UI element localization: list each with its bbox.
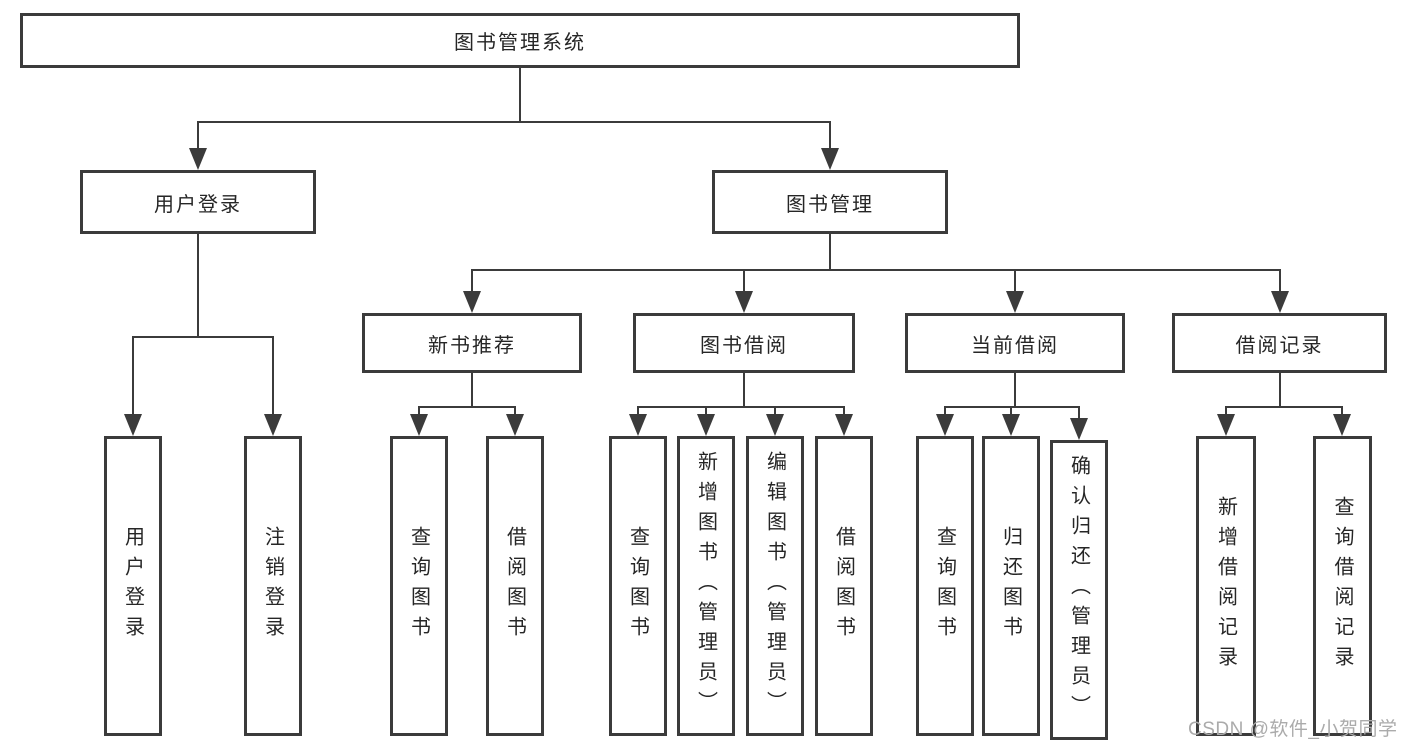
node-label: 注销登录 xyxy=(261,526,284,646)
node-borrow-record: 借阅记录 xyxy=(1172,313,1387,373)
arrowhead-down-icon xyxy=(697,414,715,436)
connector-vline xyxy=(514,406,516,416)
arrowhead-down-icon xyxy=(629,414,647,436)
node-label: 编辑图书（管理员） xyxy=(763,451,786,721)
connector-vline xyxy=(637,406,639,416)
connector-hline xyxy=(944,406,1080,408)
connector-hline xyxy=(1225,406,1343,408)
arrowhead-down-icon xyxy=(264,414,282,436)
connector-vline xyxy=(1279,269,1281,293)
connector-vline xyxy=(1279,373,1281,408)
arrowhead-down-icon xyxy=(821,148,839,170)
leaf-add-book-admin: 新增图书（管理员） xyxy=(677,436,735,736)
leaf-confirm-return-admin: 确认归还（管理员） xyxy=(1050,440,1108,740)
leaf-borrow-books-recommend: 借阅图书 xyxy=(486,436,544,736)
connector-vline xyxy=(1014,373,1016,408)
connector-vline xyxy=(1225,406,1227,416)
node-label: 查询借阅记录 xyxy=(1331,496,1353,676)
arrowhead-down-icon xyxy=(735,291,753,313)
leaf-user-login: 用户登录 xyxy=(104,436,162,736)
node-new-book-recommend: 新书推荐 xyxy=(362,313,582,373)
leaf-add-borrow-record: 新增借阅记录 xyxy=(1196,436,1256,736)
connector-vline xyxy=(418,406,420,416)
arrowhead-down-icon xyxy=(1002,414,1020,436)
node-label: 查询图书 xyxy=(407,526,430,646)
connector-vline xyxy=(471,373,473,408)
node-label: 新增图书（管理员） xyxy=(694,451,717,721)
connector-hline xyxy=(471,269,1281,271)
arrowhead-down-icon xyxy=(1271,291,1289,313)
arrowhead-down-icon xyxy=(463,291,481,313)
connector-vline xyxy=(1078,406,1080,420)
connector-hline xyxy=(197,121,831,123)
node-book-management: 图书管理 xyxy=(712,170,948,234)
leaf-borrow-books: 借阅图书 xyxy=(815,436,873,736)
connector-vline xyxy=(743,269,745,293)
leaf-query-books-borrow: 查询图书 xyxy=(609,436,667,736)
leaf-return-book: 归还图书 xyxy=(982,436,1040,736)
connector-vline xyxy=(743,373,745,408)
connector-vline xyxy=(132,336,134,415)
connector-hline xyxy=(132,336,274,338)
arrowhead-down-icon xyxy=(410,414,428,436)
leaf-edit-book-admin: 编辑图书（管理员） xyxy=(746,436,804,736)
node-label: 确认归还（管理员） xyxy=(1067,455,1090,725)
node-user-login: 用户登录 xyxy=(80,170,316,234)
node-label: 查询图书 xyxy=(933,526,956,646)
arrowhead-down-icon xyxy=(835,414,853,436)
connector-vline xyxy=(1341,406,1343,416)
connector-vline xyxy=(829,234,831,271)
node-label: 归还图书 xyxy=(999,526,1022,646)
node-label: 借阅图书 xyxy=(503,526,526,646)
connector-vline xyxy=(829,121,831,149)
connector-vline xyxy=(519,68,521,123)
connector-vline xyxy=(944,406,946,416)
node-current-borrow: 当前借阅 xyxy=(905,313,1125,373)
node-book-borrow: 图书借阅 xyxy=(633,313,855,373)
connector-vline xyxy=(272,336,274,415)
connector-hline xyxy=(637,406,845,408)
leaf-query-books-current: 查询图书 xyxy=(916,436,974,736)
arrowhead-down-icon xyxy=(1006,291,1024,313)
arrowhead-down-icon xyxy=(1333,414,1351,436)
leaf-query-books-recommend: 查询图书 xyxy=(390,436,448,736)
connector-vline xyxy=(471,269,473,293)
arrowhead-down-icon xyxy=(766,414,784,436)
connector-vline xyxy=(1014,269,1016,293)
watermark-text: CSDN @软件_小贺同学 xyxy=(1188,719,1398,740)
connector-vline xyxy=(705,406,707,416)
arrowhead-down-icon xyxy=(1070,418,1088,440)
node-label: 新增借阅记录 xyxy=(1214,496,1237,676)
connector-vline xyxy=(843,406,845,416)
arrowhead-down-icon xyxy=(124,414,142,436)
arrowhead-down-icon xyxy=(189,148,207,170)
node-label: 查询图书 xyxy=(626,526,649,646)
connector-vline xyxy=(1010,406,1012,416)
leaf-logout-login: 注销登录 xyxy=(244,436,302,736)
connector-vline xyxy=(197,234,199,338)
node-label: 用户登录 xyxy=(121,526,144,646)
node-label: 借阅图书 xyxy=(832,526,855,646)
arrowhead-down-icon xyxy=(936,414,954,436)
leaf-query-borrow-record: 查询借阅记录 xyxy=(1313,436,1372,736)
connector-hline xyxy=(418,406,516,408)
connector-vline xyxy=(774,406,776,416)
connector-vline xyxy=(197,121,199,149)
arrowhead-down-icon xyxy=(506,414,524,436)
node-library-system: 图书管理系统 xyxy=(20,13,1020,68)
arrowhead-down-icon xyxy=(1217,414,1235,436)
